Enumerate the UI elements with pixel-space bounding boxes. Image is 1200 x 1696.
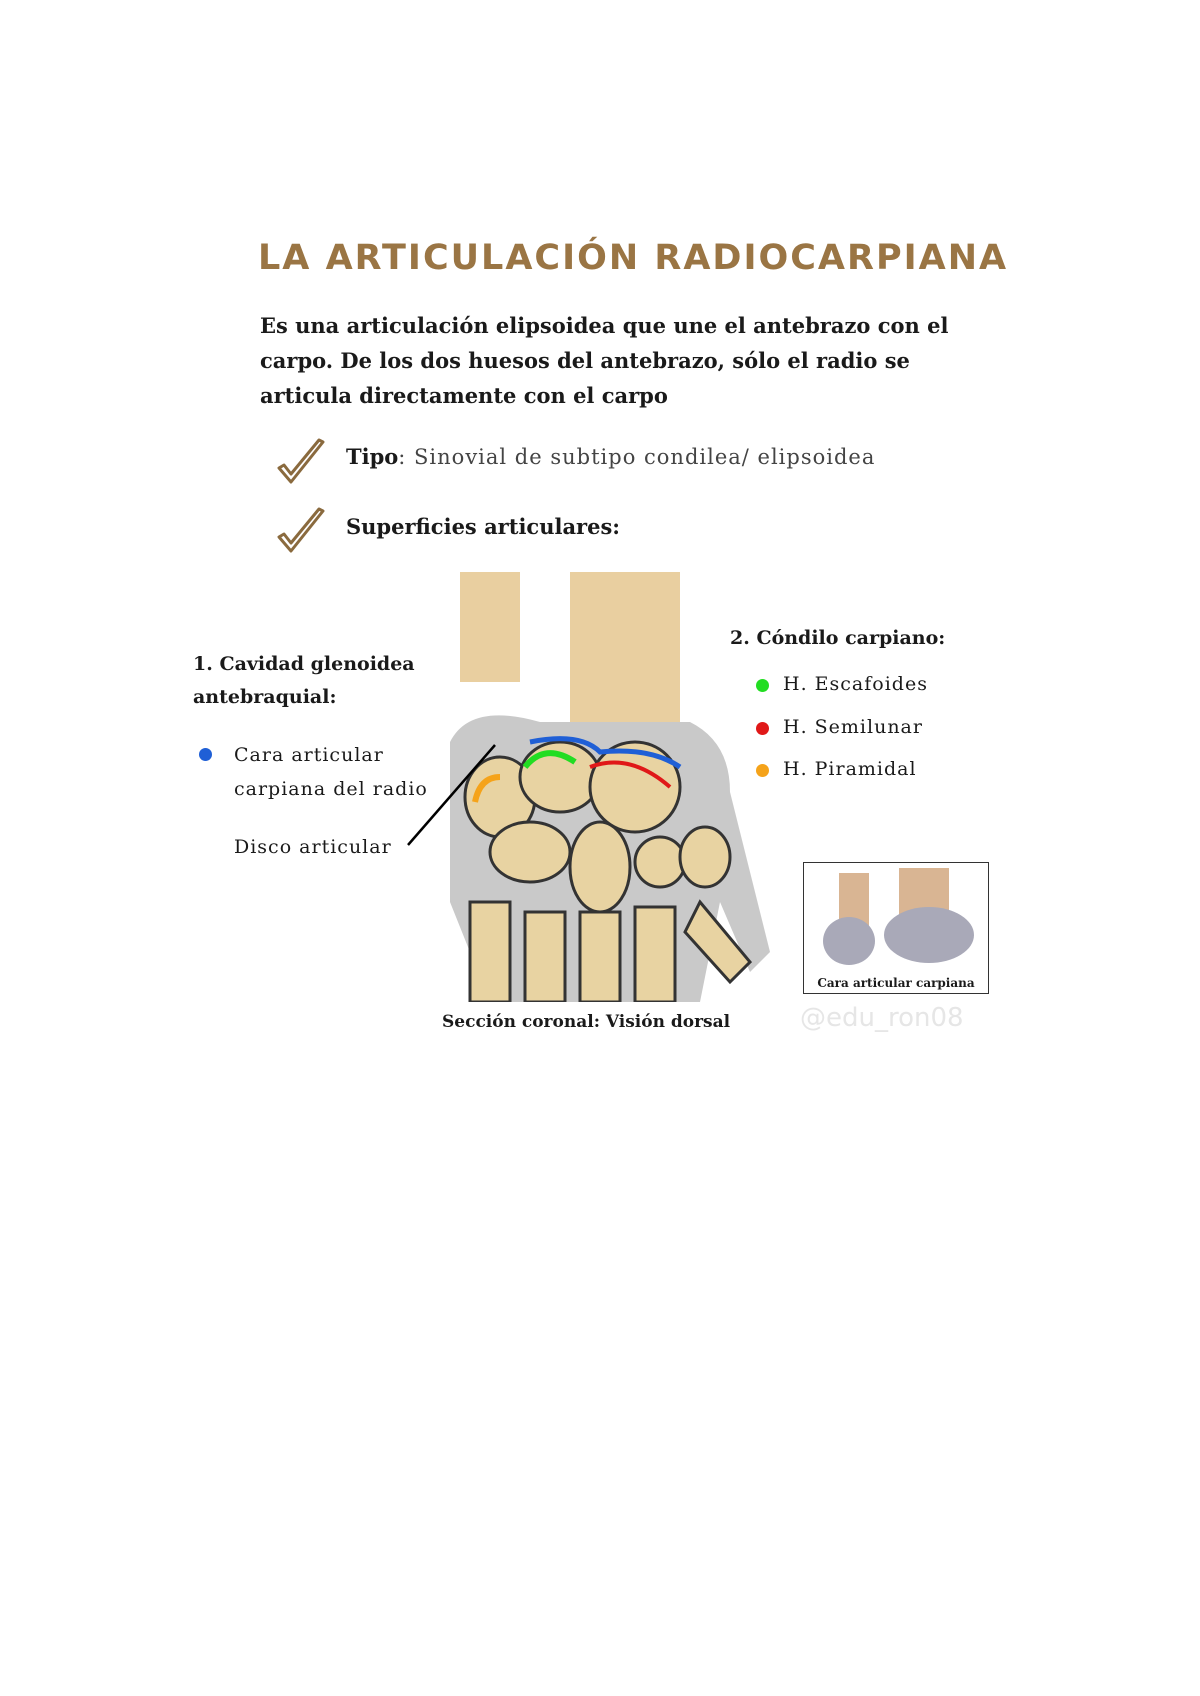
red-dot-icon: [756, 722, 769, 735]
right-heading: 2. Cóndilo carpiano:: [730, 627, 946, 649]
green-dot-icon: [756, 679, 769, 692]
label-line1: Cara articular: [234, 744, 384, 766]
orange-triquetrum-surface: [472, 774, 501, 803]
semilunar-label: H. Semilunar: [783, 716, 923, 738]
inset-caption: Cara articular carpiana: [817, 976, 975, 990]
blue-dot-icon: [199, 748, 212, 761]
checkmark-icon: [277, 438, 325, 484]
disco-articular-label: Disco articular: [234, 836, 392, 858]
checklist-item-tipo: Tipo: Sinovial de subtipo condilea/ elip…: [346, 444, 875, 469]
item-label: Tipo: [346, 444, 399, 469]
watermark: @edu_ron08: [800, 1003, 964, 1033]
green-scaphoid-surface: [522, 750, 577, 769]
left-heading-line1: 1. Cavidad glenoidea: [193, 653, 415, 675]
disco-pointer-arrow: [407, 744, 496, 846]
page-title: LA ARTICULACIÓN RADIOCARPIANA: [258, 238, 1009, 278]
piramidal-label: H. Piramidal: [783, 758, 917, 780]
blue-radius-surface: [529, 736, 682, 770]
checklist-item-superficies: Superficies articulares:: [346, 514, 620, 539]
radius-articular-surface-image: [823, 868, 974, 965]
orange-dot-icon: [756, 764, 769, 777]
escafoides-label: H. Escafoides: [783, 673, 928, 695]
ulna-bone: [460, 572, 520, 682]
inset-illustration: Cara articular carpiana: [803, 862, 989, 994]
cara-articular-label: Cara articular carpiana del radio: [234, 738, 428, 806]
item-label: Superficies articulares:: [346, 514, 621, 539]
intro-paragraph: Es una articulación elipsoidea que une e…: [260, 313, 949, 408]
left-heading-line2: antebraquial:: [193, 686, 337, 708]
red-lunate-surface: [589, 760, 672, 789]
item-text: : Sinovial de subtipo condilea/ elipsoid…: [398, 445, 876, 469]
label-line2: carpiana del radio: [234, 778, 428, 800]
wrist-coronal-section-illustration: [450, 572, 770, 1002]
radius-bone: [570, 572, 680, 722]
figure-caption: Sección coronal: Visión dorsal: [442, 1012, 731, 1032]
checkmark-icon: [277, 507, 325, 553]
left-heading: 1. Cavidad glenoidea antebraquial:: [193, 648, 415, 714]
